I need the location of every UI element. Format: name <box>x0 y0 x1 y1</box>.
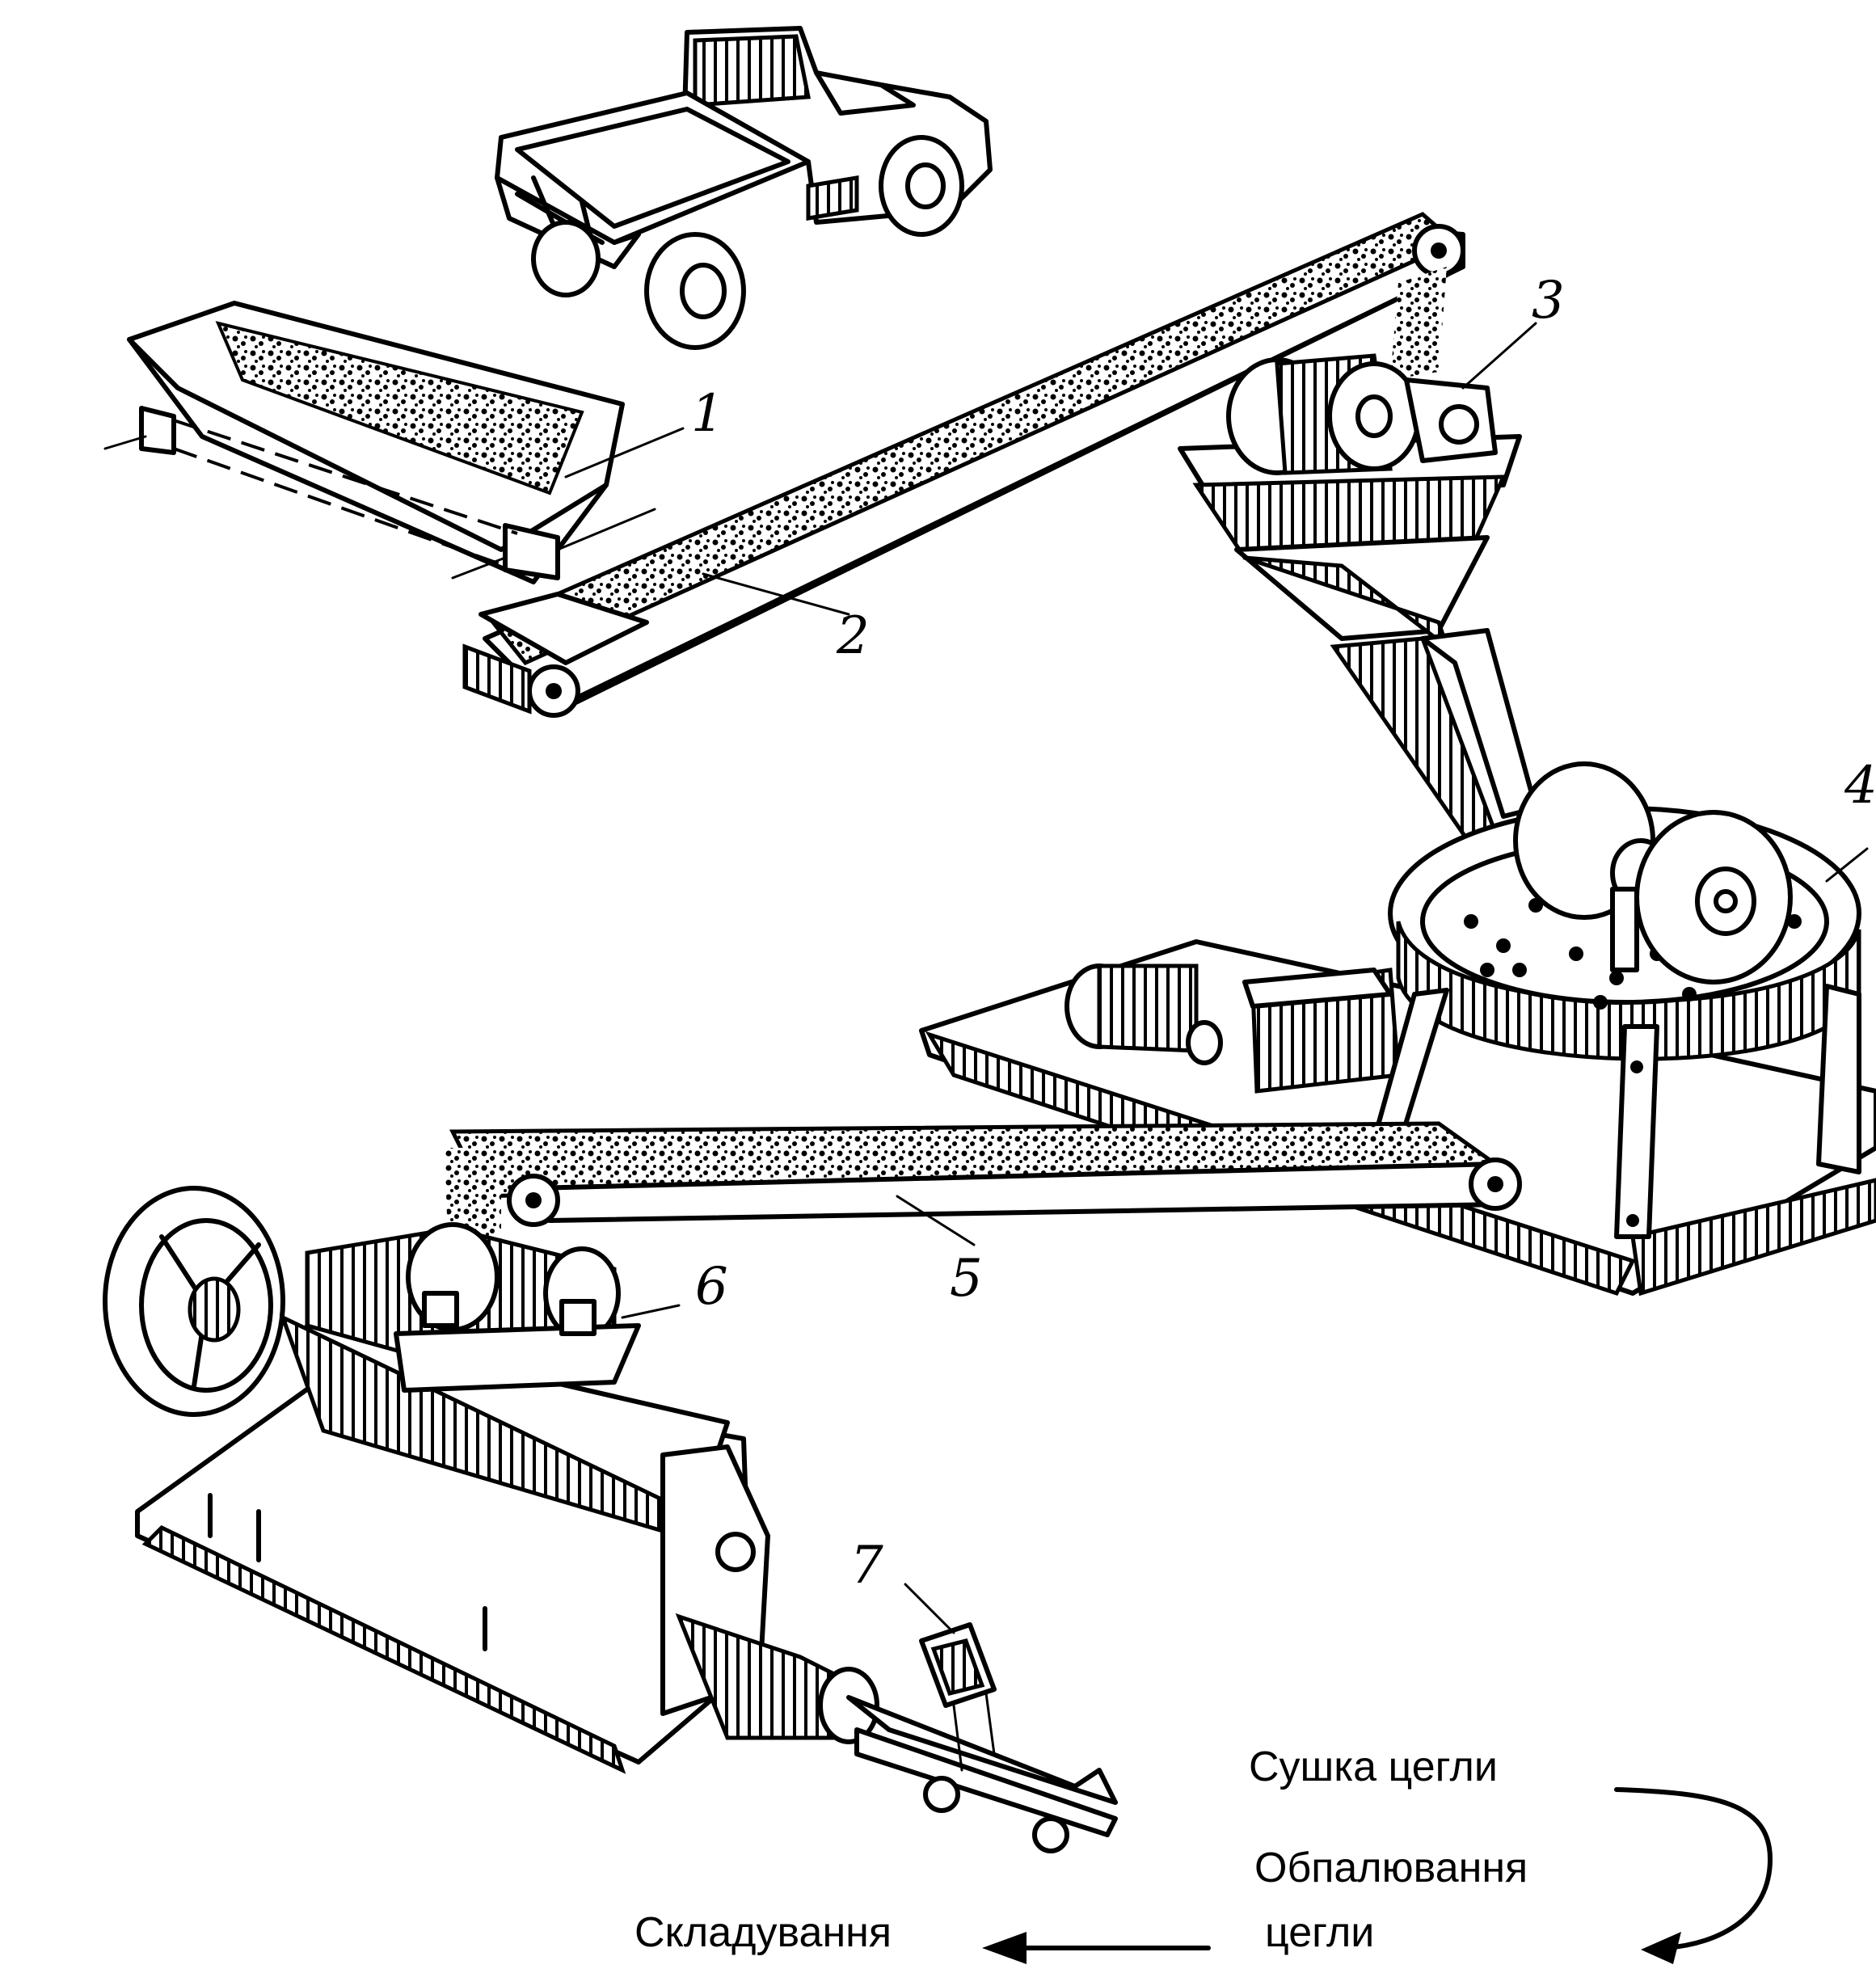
label-press-hopper-number: 6 <box>695 1257 728 1317</box>
caption-brick-drying: Сушка цегли <box>1249 1743 1498 1790</box>
label-leader-lines <box>564 322 1869 1634</box>
label-mill-number: 4 <box>1844 756 1876 816</box>
caption-brick-firing-line1: Обпалювання <box>1254 1845 1528 1891</box>
roll-crusher <box>1178 353 1538 861</box>
caption-brick-firing-line2: цегли <box>1265 1909 1375 1956</box>
label-cutter-number: 7 <box>850 1536 883 1596</box>
label-horizontal-conveyor-number: 5 <box>950 1249 983 1309</box>
edge-runner-mill <box>919 761 1876 1297</box>
inclined-belt-conveyor <box>462 212 1465 718</box>
label-feeder-number: 1 <box>691 384 724 444</box>
horizontal-belt-conveyor <box>445 1121 1522 1261</box>
box-feeder <box>103 301 656 584</box>
screw-extruder-press <box>103 1186 1118 1853</box>
process-flow-arrows <box>982 1787 1773 1964</box>
caption-storage: Складування <box>634 1909 892 1956</box>
label-inclined-conveyor-number: 2 <box>837 606 870 666</box>
dump-truck <box>495 26 993 350</box>
label-crusher-number: 3 <box>1532 271 1565 331</box>
